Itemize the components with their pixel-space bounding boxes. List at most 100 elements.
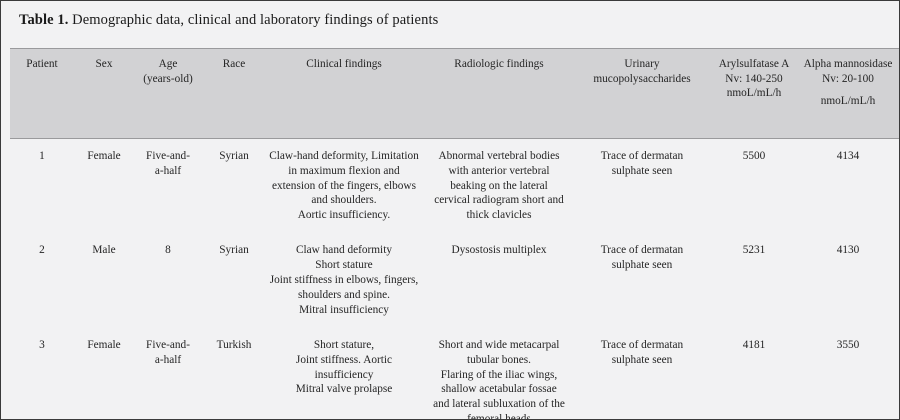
- cell-sex: Male: [74, 233, 134, 328]
- column-header-arylsulfatase-a: Arylsulfatase A Nv: 140-250 nmoL/mL/h: [708, 48, 800, 139]
- cell-age: Five-and-a-half: [134, 138, 202, 234]
- caption-text: Demographic data, clinical and laborator…: [68, 12, 439, 28]
- header-line-1: Arylsulfatase A: [718, 58, 790, 70]
- header-line-2: (years-old): [143, 72, 193, 85]
- cell-radiologic-findings: Dysostosis multiplex: [422, 233, 576, 328]
- cell-text-line: beaking on the lateral: [450, 179, 548, 192]
- cell-text-line: Claw-hand deformity, Limitation: [269, 149, 419, 162]
- cell-text-line: Dysostosis multiplex: [451, 244, 547, 257]
- cell-text-line: 4130: [836, 244, 860, 257]
- cell-sex: Female: [74, 138, 134, 234]
- cell-text-line: Trace of dermatan: [600, 338, 684, 351]
- cell-text-line: 3: [39, 338, 45, 351]
- column-header-patient: Patient: [10, 48, 74, 139]
- cell-text-line: Trace of dermatan: [600, 149, 684, 162]
- cell-text-line: a-half: [154, 353, 182, 366]
- cell-text-line: Flaring of the iliac wings,: [440, 368, 558, 381]
- table-head: Patient Sex Age (years-old) Race: [10, 48, 899, 139]
- cell-text-line: Mitral insufficiency: [299, 303, 389, 316]
- column-header-radiologic-findings: Radiologic findings: [422, 48, 576, 139]
- cell-text-line: Short and wide metacarpal: [438, 338, 560, 351]
- demographic-table: Patient Sex Age (years-old) Race: [10, 48, 899, 420]
- column-header-clinical-findings: Clinical findings: [266, 48, 422, 139]
- cell-text-line: and shoulders.: [311, 194, 377, 207]
- column-header-urinary-mucopolysaccharides: Urinary mucopolysaccharides: [576, 48, 708, 139]
- cell-text-line: Five-and-: [146, 338, 190, 351]
- cell-text-line: 4134: [836, 149, 860, 162]
- cell-text-line: tubular bones.: [466, 353, 531, 366]
- header-line-2: Nv: 20-100: [822, 72, 874, 85]
- cell-text-line: sulphate seen: [611, 259, 673, 272]
- cell-arylsulfatase-a: 5231: [708, 233, 800, 328]
- cell-hexominidase-ab: 17655: [896, 138, 899, 234]
- cell-text-line: Five-and-: [146, 149, 190, 162]
- cell-text-line: Aortic insufficiency.: [297, 209, 391, 222]
- cell-text-line: sulphate seen: [611, 353, 673, 366]
- cell-text-line: 3550: [836, 338, 860, 351]
- cell-text-line: 8: [165, 244, 171, 257]
- header-line-1: Sex: [95, 58, 113, 70]
- column-header-race: Race: [202, 48, 266, 139]
- column-header-hexominidase-ab: Hexominidase A&B Nv: 600-3500 nmoL/mL/h: [896, 48, 899, 139]
- cell-hexominidase-ab: 15722: [896, 233, 899, 328]
- cell-age: Five-and-a-half: [134, 327, 202, 419]
- header-line-1: Age: [158, 58, 178, 70]
- header-line-3: nmoL/mL/h: [726, 87, 782, 100]
- cell-text-line: Male: [92, 244, 116, 257]
- header-line-4: nmoL/mL/h: [820, 95, 876, 108]
- cell-alpha-mannosidase: 4130: [800, 233, 896, 328]
- cell-alpha-mannosidase: 4134: [800, 138, 896, 234]
- cell-text-line: shoulders and spine.: [298, 288, 390, 301]
- column-header-age: Age (years-old): [134, 48, 202, 139]
- cell-text-line: Joint stiffness. Aortic: [295, 353, 393, 366]
- table-row: 1 Female Five-and-a-half Syrian Claw-hand de…: [10, 138, 899, 234]
- cell-race: Syrian: [202, 138, 266, 234]
- column-header-sex: Sex: [74, 48, 134, 139]
- cell-text-line: cervical radiogram short and: [434, 194, 564, 207]
- cell-text-line: extension of the fingers, elbows: [271, 179, 416, 192]
- cell-patient-number: 2: [10, 233, 74, 328]
- cell-sex: Female: [74, 327, 134, 419]
- cell-text-line: in maximum flexion and: [288, 164, 400, 177]
- cell-patient-number: 1: [10, 138, 74, 234]
- cell-text-line: Claw hand deformity: [295, 244, 392, 257]
- caption-label: Table 1.: [19, 12, 69, 28]
- cell-text-line: Female: [87, 149, 121, 162]
- cell-race: Turkish: [202, 327, 266, 419]
- header-line-2: mucopolysaccharides: [593, 72, 691, 85]
- cell-text-line: thick clavicles: [466, 209, 532, 222]
- cell-text-line: Female: [87, 338, 121, 351]
- column-header-alpha-mannosidase: Alpha mannosidase Nv: 20-100 nmoL/mL/h: [800, 48, 896, 139]
- header-line-1: Alpha mannosidase: [803, 58, 893, 70]
- header-line-1: Race: [222, 58, 246, 70]
- cell-text-line: 1: [39, 149, 45, 162]
- cell-alpha-mannosidase: 3550: [800, 327, 896, 419]
- cell-text-line: Short stature,: [313, 338, 375, 351]
- table-row: 3 Female Five-and-a-half Turkish Short statu…: [10, 327, 899, 420]
- cell-text-line: Joint stiffness in elbows, fingers,: [269, 274, 419, 287]
- cell-arylsulfatase-a: 4181: [708, 327, 800, 419]
- cell-hexominidase-ab: 14451: [896, 327, 899, 419]
- header-line-1: Radiologic findings: [454, 58, 544, 70]
- cell-patient-number: 3: [10, 327, 74, 419]
- cell-text-line: 4181: [742, 338, 766, 351]
- cell-text-line: Syrian: [219, 244, 249, 257]
- cell-text-line: a-half: [154, 164, 182, 177]
- cell-text-line: 2: [39, 244, 45, 257]
- cell-text-line: femoral heads: [467, 413, 531, 420]
- cell-text-line: Syrian: [219, 149, 249, 162]
- cell-arylsulfatase-a: 5500: [708, 138, 800, 234]
- cell-radiologic-findings: Short and wide metacarpal tubular bones. F…: [422, 327, 576, 420]
- cell-text-line: Turkish: [216, 338, 252, 351]
- cell-text-line: Abnormal vertebral bodies: [438, 149, 560, 162]
- cell-urinary-mucopolysaccharides: Trace of dermatan sulphate seen: [576, 327, 708, 419]
- table-header-row: Patient Sex Age (years-old) Race: [10, 48, 899, 139]
